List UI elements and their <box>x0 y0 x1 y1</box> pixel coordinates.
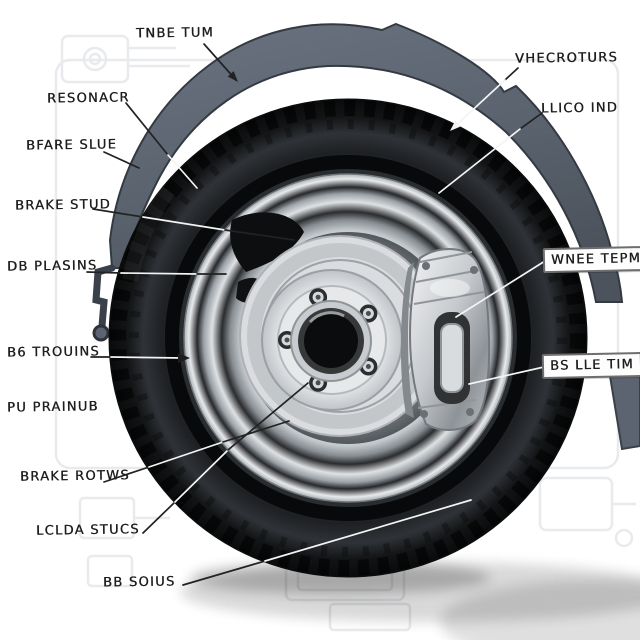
leader-line-db-plasins <box>86 271 227 275</box>
label-lclda-stucs: LCLDA STUCS <box>35 522 140 539</box>
leader-line-lclda-stucs <box>142 382 309 534</box>
label-bfare-slue: BFARE SLUE <box>25 137 118 154</box>
leader-line-tnbe-tum <box>203 43 238 82</box>
ground-shadow <box>180 562 640 640</box>
label-b6-trouins: B6 TROUINS <box>6 344 100 361</box>
leader-line-wnee-tepm <box>455 260 546 318</box>
leader-line-bb-soius <box>182 499 472 586</box>
leader-line-llico-ind <box>438 112 543 194</box>
leader-line-brake-rotws <box>103 420 290 483</box>
leader-lines <box>86 43 546 586</box>
label-vhecroturs: VHECROTURS <box>514 50 619 67</box>
leader-line-resonacr <box>125 102 198 189</box>
label-db-plasins: DB PLASINS <box>6 258 98 275</box>
leader-line-b6-trouins <box>90 353 190 363</box>
label-brake-stud: BRAKE STUD <box>14 197 112 214</box>
leader-line-vhecroturs <box>450 67 519 131</box>
lug-stud <box>359 357 378 376</box>
label-pu-prainub: PU PRAINUB <box>6 399 99 416</box>
label-brake-rotws: BRAKE ROTWS <box>19 468 130 485</box>
leader-line-brake-stud <box>92 208 295 241</box>
leader-line-bfare-slue <box>103 151 140 169</box>
lug-studs <box>278 288 378 392</box>
label-tnbe-tum: TNBE TUM <box>135 25 215 42</box>
label-wnee-tepm: WNEE TEPM <box>542 245 640 274</box>
leader-line-bs-lle-tim <box>468 366 545 385</box>
label-llico-ind: LLICO IND <box>540 100 619 117</box>
label-bb-soius: BB SOIUS <box>102 574 176 591</box>
tire-tread <box>110 100 586 576</box>
label-resonacr: RESONACR <box>46 90 130 107</box>
hub-center-bore <box>290 300 372 382</box>
fender-arch <box>92 22 624 342</box>
label-bs-lle-tim: BS LLE TIM <box>541 351 640 380</box>
fender-bracket-hook <box>92 264 116 330</box>
